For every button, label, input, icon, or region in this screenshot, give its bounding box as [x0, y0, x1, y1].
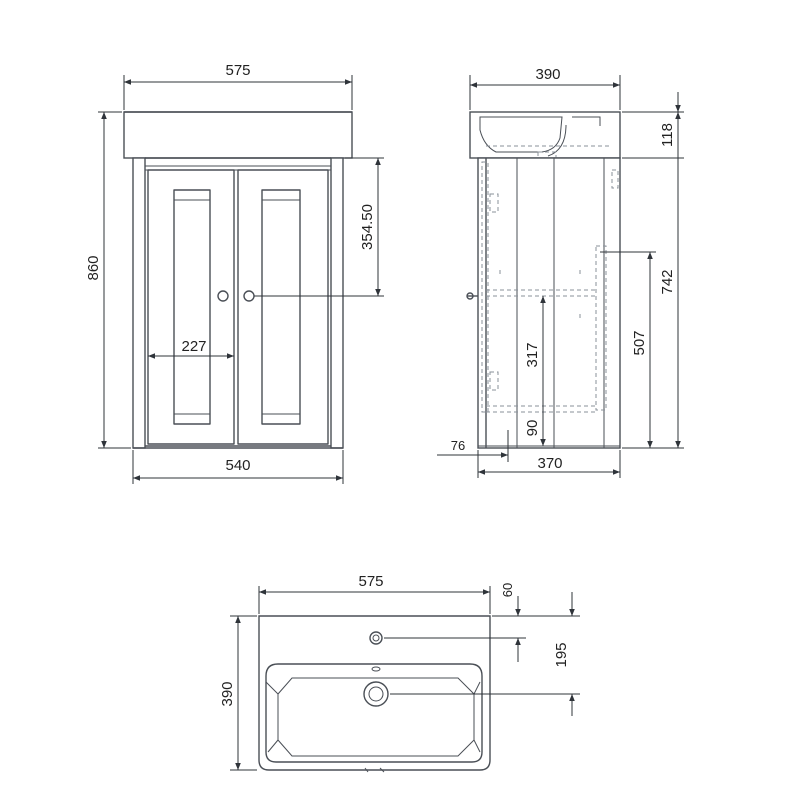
dim-front-width-bottom: 540	[132, 450, 344, 484]
front-cabinet	[132, 157, 344, 449]
overflow-icon	[371, 666, 381, 672]
dim-label-370: 370	[537, 455, 562, 472]
dim-label-575-plan: 575	[358, 573, 383, 590]
dim-plan-width: 575	[258, 573, 491, 614]
dim-handle-height: 354.50	[254, 157, 384, 297]
dim-cabinet-height: 742	[622, 112, 684, 449]
right-door	[237, 169, 329, 445]
right-door-knob-icon	[243, 290, 255, 302]
left-door	[147, 169, 235, 445]
dim-front-height: 860	[85, 111, 131, 449]
dim-side-depth-bottom: 370	[477, 450, 621, 478]
side-basin	[469, 111, 621, 165]
dim-label-118: 118	[659, 123, 676, 147]
dim-label-227: 227	[181, 338, 206, 355]
side-cabinet	[466, 157, 621, 449]
dim-waste-offset: 195	[390, 592, 580, 716]
dim-label-76: 76	[451, 438, 465, 453]
side-view: 390 370 76 118 742	[437, 66, 684, 478]
tap-hole-icon	[369, 631, 383, 645]
dim-door-width: 227	[148, 338, 234, 359]
dim-inner-height: 507	[600, 251, 656, 448]
dim-label-317: 317	[524, 342, 541, 367]
dim-front-width-top: 575	[123, 62, 353, 110]
dim-basin-height: 118	[622, 92, 684, 168]
plan-basin	[258, 615, 491, 773]
dim-label-540: 540	[225, 457, 250, 474]
dim-label-390-plan: 390	[219, 681, 236, 706]
dim-label-390-side: 390	[535, 66, 560, 83]
dim-label-860: 860	[85, 255, 102, 280]
plan-view: 575 390 60 195	[219, 573, 580, 773]
front-view: 575 540 860 354.50 227	[85, 62, 384, 484]
dim-label-195: 195	[553, 642, 570, 667]
front-basin	[123, 111, 353, 159]
waste-icon	[363, 681, 389, 707]
dim-side-depth-top: 390	[469, 66, 621, 110]
dim-label-575-front: 575	[225, 62, 250, 79]
dim-label-90: 90	[524, 420, 541, 437]
dim-handle-projection: 76	[437, 430, 509, 462]
dim-label-354-50: 354.50	[359, 204, 376, 250]
dim-plinth-height: 90	[524, 412, 544, 446]
dim-label-742: 742	[659, 269, 676, 294]
dim-label-60: 60	[500, 583, 515, 597]
dim-label-507: 507	[631, 330, 648, 355]
dim-plan-depth: 390	[219, 615, 257, 771]
left-door-knob-icon	[217, 290, 229, 302]
